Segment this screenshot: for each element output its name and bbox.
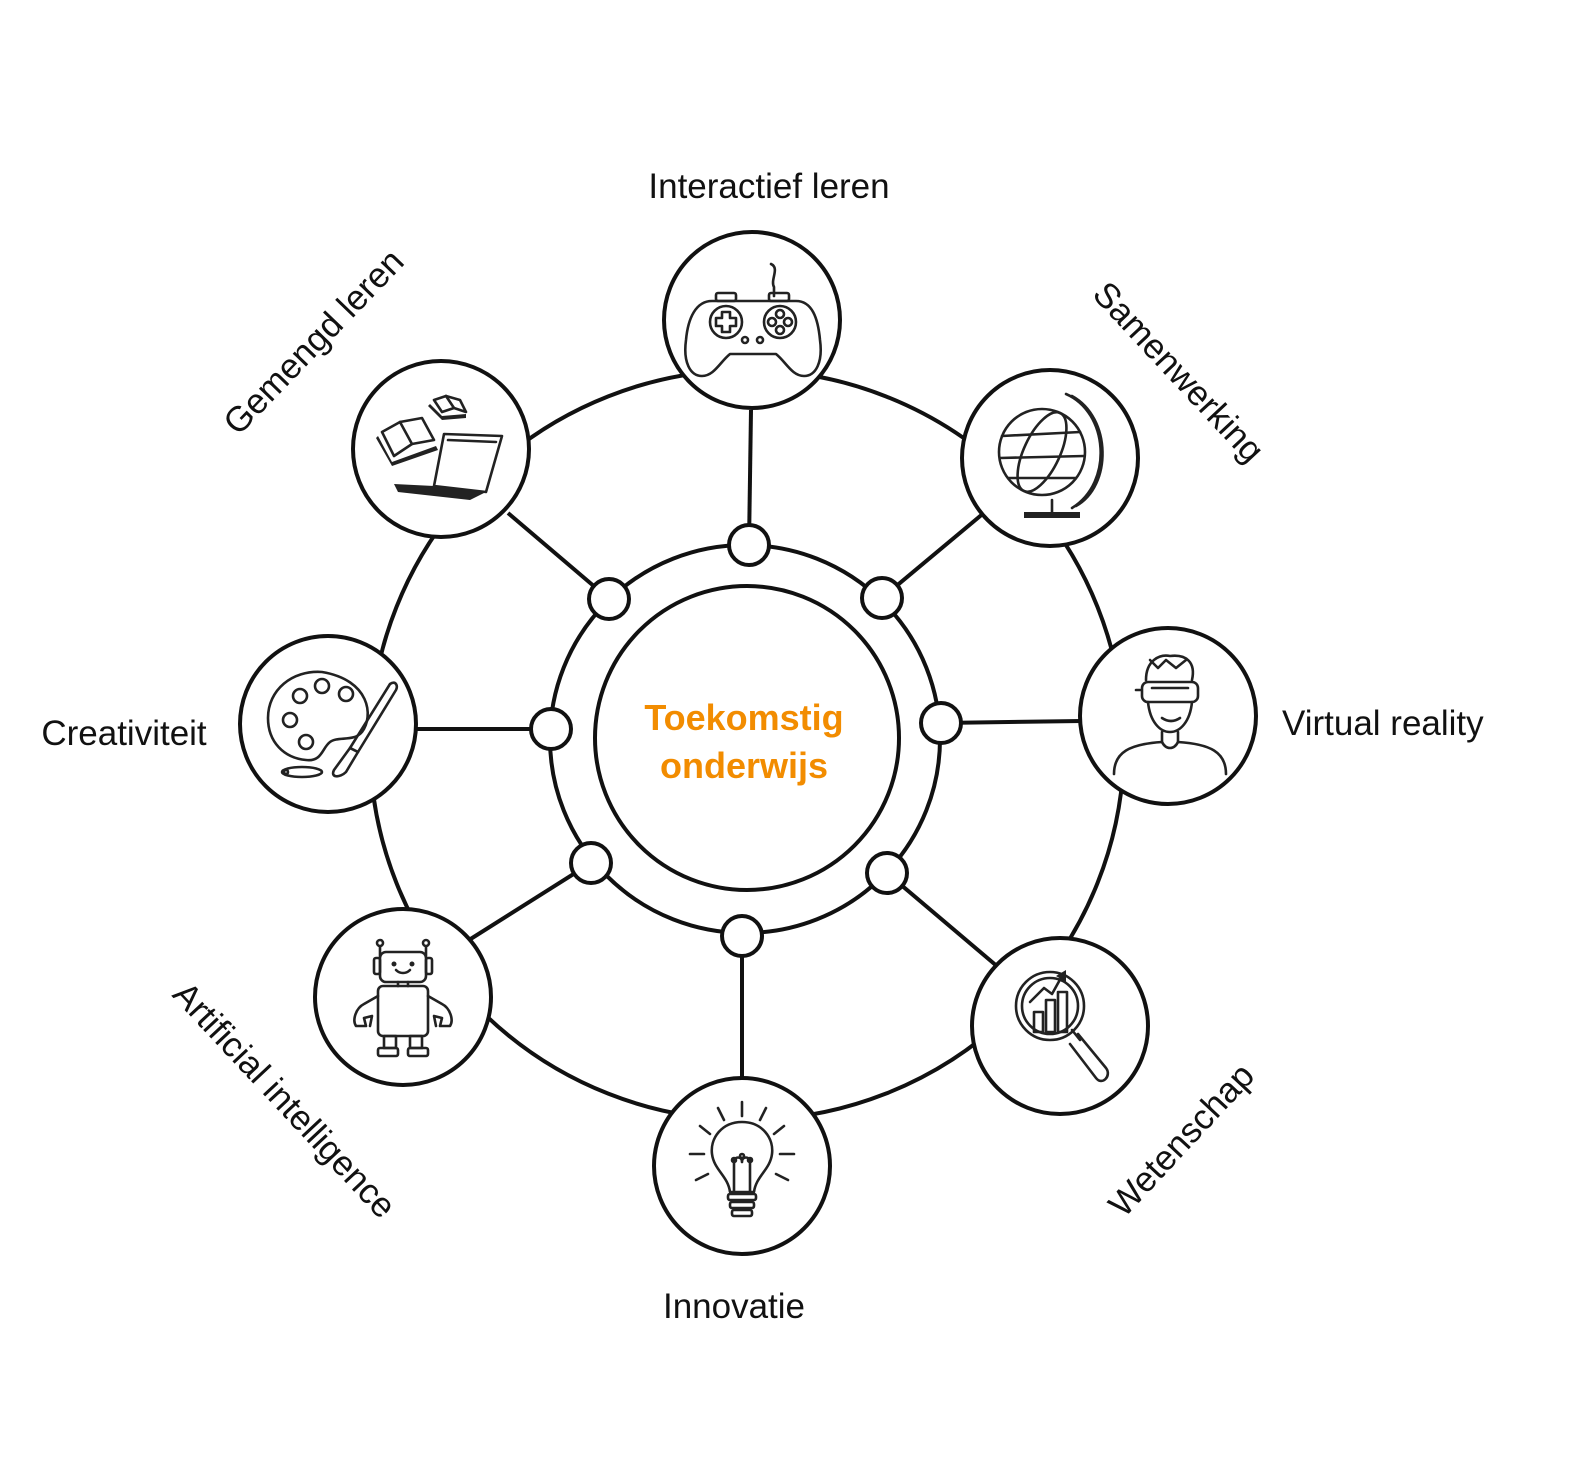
label-innovatie: Innovatie — [663, 1287, 805, 1326]
hub-inner-circle — [593, 584, 901, 892]
center-title-line-1: Toekomstig — [644, 697, 843, 738]
hub-knot — [720, 914, 764, 958]
hub-knot — [865, 851, 909, 895]
spoke-vr — [940, 719, 1083, 725]
label-virtual-reality: Virtual reality — [1282, 704, 1484, 743]
hub-knot — [569, 841, 613, 885]
node-artificial-intelligence — [313, 907, 493, 1087]
magnifier-chart-icon — [1014, 970, 1110, 1083]
spoke-ai — [467, 861, 593, 942]
spoke-wetenschap — [885, 871, 1000, 969]
center-title-line-2: onderwijs — [660, 745, 828, 786]
spoke-interactief — [747, 409, 753, 546]
label-creativiteit: Creativiteit — [41, 714, 207, 753]
hub-knot — [529, 707, 573, 751]
books-laptop-icon — [376, 394, 504, 500]
lightbulb-icon — [688, 1100, 796, 1218]
label-interactief-leren: Interactief leren — [648, 167, 889, 206]
robot-icon — [353, 938, 453, 1058]
globe-icon — [997, 392, 1104, 518]
node-samenwerking — [960, 368, 1140, 548]
spoke-gemengd — [506, 511, 611, 601]
hub-knot — [860, 576, 904, 620]
vr-headset-person-icon — [1112, 654, 1228, 776]
palette-icon — [266, 670, 399, 779]
node-creativiteit — [238, 634, 418, 814]
node-virtual-reality — [1078, 626, 1258, 806]
hub-knot — [727, 523, 771, 567]
node-interactief-leren — [662, 230, 842, 410]
node-gemengd-leren — [351, 359, 531, 539]
hub-knot — [919, 701, 963, 745]
node-wetenschap — [970, 936, 1150, 1116]
spoke-samenwerking — [880, 510, 987, 600]
node-innovatie — [652, 1076, 832, 1256]
gamepad-icon — [684, 262, 822, 378]
hub-knot — [587, 577, 631, 621]
